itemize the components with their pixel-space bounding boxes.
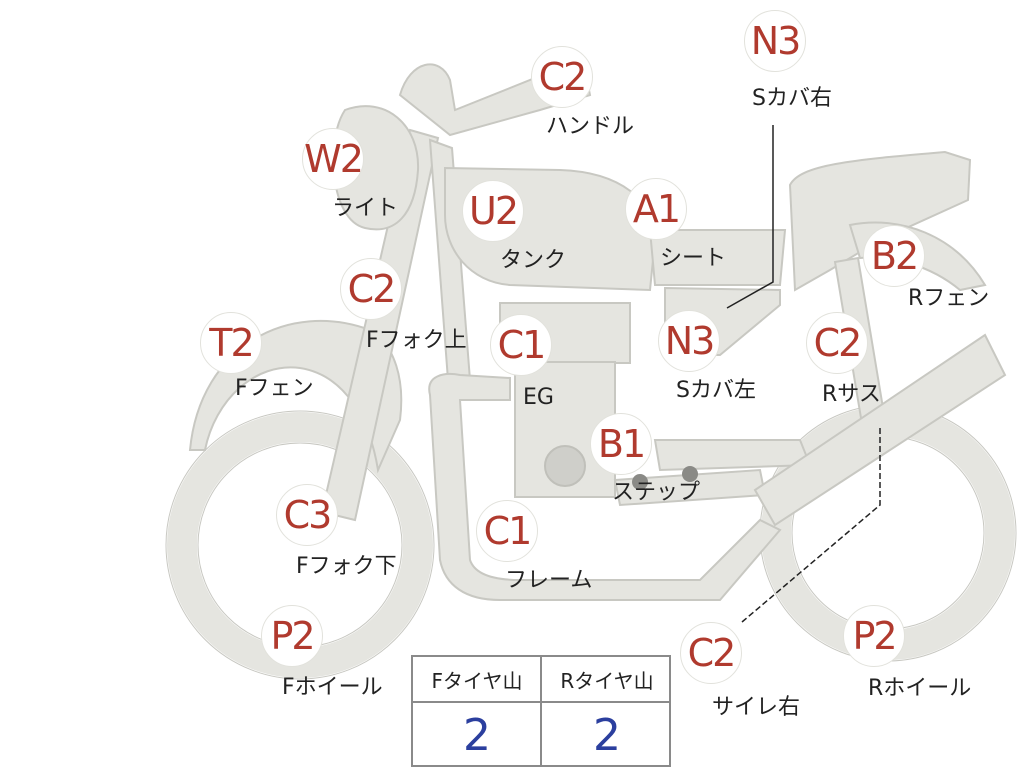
code-badge-front-fender: T2 — [200, 312, 262, 374]
label-handle: ハンドル — [546, 114, 635, 139]
code-text: N3 — [750, 19, 802, 63]
code-badge-side-cover-r: N3 — [744, 10, 806, 72]
code-badge-frame: C1 — [476, 500, 538, 562]
code-badge-engine: C1 — [490, 314, 552, 376]
leader-line-side-cover-r — [726, 125, 774, 309]
tire-tread-table: Fタイヤ山 Rタイヤ山 2 2 — [411, 655, 671, 767]
label-fork-lower: Fフォク下 — [296, 554, 397, 579]
label-front-wheel: Fホイール — [282, 675, 383, 700]
code-text: C2 — [347, 267, 397, 311]
label-rear-wheel: Rホイール — [868, 676, 972, 701]
code-text: B2 — [870, 234, 919, 278]
code-text: C3 — [283, 493, 333, 537]
label-muffler-r: サイレ右 — [712, 695, 801, 720]
code-badge-seat: A1 — [625, 178, 687, 240]
code-text: U2 — [469, 189, 519, 233]
code-badge-side-cover-l: N3 — [658, 310, 720, 372]
code-badge-front-wheel: P2 — [261, 605, 323, 667]
frame-shape — [428, 373, 782, 601]
code-badge-light: W2 — [302, 128, 364, 190]
front-fork-shape — [320, 128, 440, 522]
label-side-cover-l: Sカバ左 — [676, 378, 756, 403]
code-text: N3 — [664, 319, 716, 363]
code-badge-step: B1 — [590, 413, 652, 475]
code-text: P2 — [852, 614, 897, 658]
code-badge-rear-susp: C2 — [806, 312, 868, 374]
label-engine: EG — [523, 385, 554, 410]
rear-tread-value: 2 — [593, 709, 621, 761]
code-badge-fork-upper: C2 — [340, 258, 402, 320]
label-light: ライト — [332, 196, 399, 221]
code-badge-muffler-r: C2 — [680, 622, 742, 684]
label-frame: フレーム — [505, 568, 593, 593]
label-front-fender: Fフェン — [235, 376, 314, 401]
code-text: W2 — [304, 137, 364, 181]
leader-line-muffler-r — [741, 428, 881, 623]
code-text: C2 — [813, 321, 863, 365]
rear-cowl-shape — [788, 150, 972, 292]
front-tread-header: Fタイヤ山 — [431, 668, 523, 693]
code-text: A1 — [632, 187, 681, 231]
label-fork-upper: Fフォク上 — [366, 328, 467, 353]
code-badge-tank: U2 — [462, 180, 524, 242]
front-tread-value: 2 — [463, 709, 491, 761]
code-text: C2 — [687, 631, 737, 675]
code-text: T2 — [209, 321, 254, 365]
code-badge-fork-lower: C3 — [276, 484, 338, 546]
label-side-cover-r: Sカバ右 — [752, 86, 832, 111]
table-divider-vertical — [540, 657, 542, 765]
label-rear-susp: Rサス — [822, 382, 881, 407]
label-tank: タンク — [500, 248, 567, 273]
code-badge-rear-wheel: P2 — [843, 605, 905, 667]
code-text: C2 — [538, 55, 588, 99]
code-badge-handle: C2 — [531, 46, 593, 108]
code-text: C1 — [483, 509, 533, 553]
seat-shape — [648, 229, 787, 286]
rear-tread-header: Rタイヤ山 — [560, 668, 654, 693]
label-rear-fender: Rフェン — [908, 286, 990, 311]
label-seat: シート — [660, 246, 727, 271]
label-step: ステップ — [612, 480, 701, 505]
code-text: C1 — [497, 323, 547, 367]
code-badge-rear-fender: B2 — [863, 225, 925, 287]
code-text: P2 — [270, 614, 315, 658]
code-text: B1 — [597, 422, 646, 466]
